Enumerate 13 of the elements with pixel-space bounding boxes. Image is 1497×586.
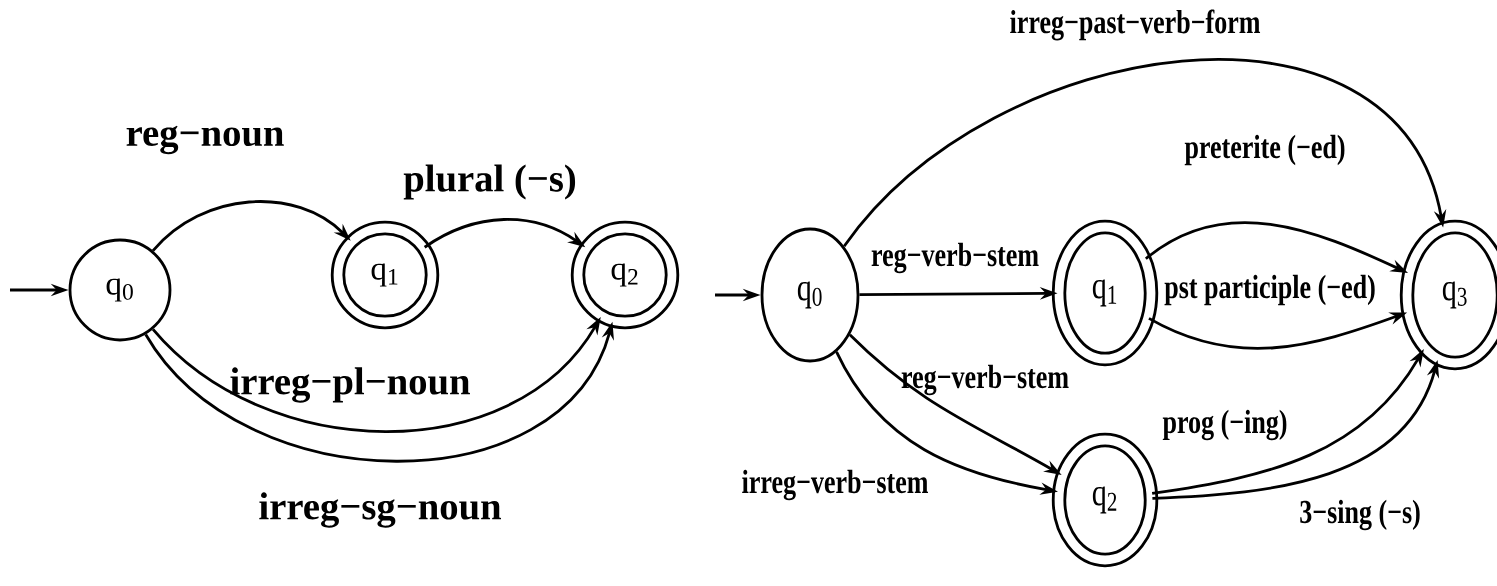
arrow <box>843 58 1447 248</box>
edge-label: irreg−verb−stem <box>742 469 928 501</box>
edge-label: prog (−ing) <box>1162 409 1287 441</box>
edge-label: 3−sing (−s) <box>1300 499 1420 531</box>
edge-label: irreg−pl−noun <box>230 367 470 403</box>
edge-label: pst participle (−ed) <box>1164 274 1375 306</box>
edge-label: preterite (−ed) <box>1184 134 1345 166</box>
edge-label: reg−noun <box>126 125 284 155</box>
edge-label: irreg−sg−noun <box>259 492 501 528</box>
edge-label: plural (−s) <box>403 164 576 200</box>
edge-label: reg−verb−stem <box>871 242 1039 274</box>
edge-label: irreg−past−verb−form <box>1010 9 1261 41</box>
edge-label: reg−verb−stem <box>901 364 1069 396</box>
